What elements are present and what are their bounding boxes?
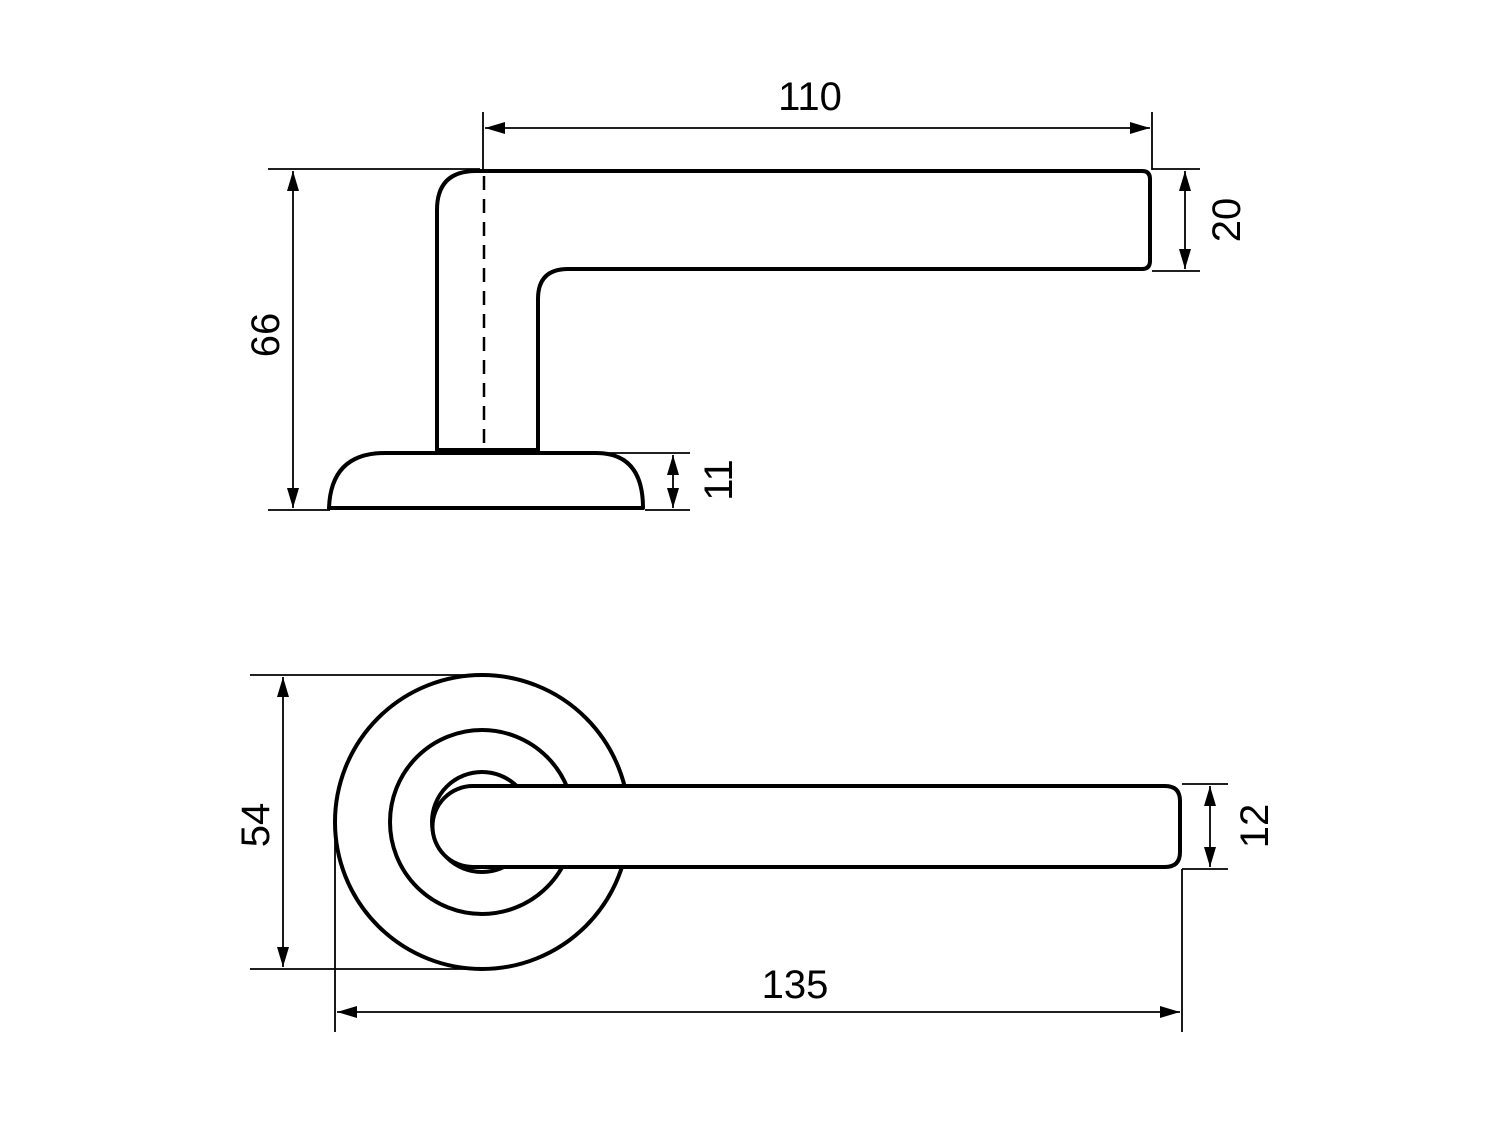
side-rose-base [327, 451, 645, 510]
dim-label-66: 66 [244, 313, 288, 358]
dim-total-length: 135 [334, 818, 1183, 1032]
side-view: 110 66 20 11 [244, 75, 1249, 511]
dim-lever-width: 12 [1182, 783, 1277, 870]
side-lever-body [435, 169, 1152, 452]
dim-handle-length: 110 [482, 75, 1153, 170]
dim-label-110: 110 [778, 75, 842, 119]
dim-label-11: 11 [697, 459, 741, 501]
dim-label-20: 20 [1205, 198, 1249, 243]
top-view: 54 12 135 [234, 673, 1277, 1032]
dim-rose-height: 11 [600, 452, 741, 511]
dim-label-135: 135 [762, 963, 829, 1007]
dim-rose-diameter: 54 [234, 674, 482, 970]
dim-total-height: 66 [244, 168, 480, 511]
top-lever-body [430, 784, 1182, 869]
dim-label-12: 12 [1233, 804, 1277, 849]
dim-label-54: 54 [234, 803, 278, 848]
dim-lever-thickness: 20 [1152, 168, 1249, 272]
